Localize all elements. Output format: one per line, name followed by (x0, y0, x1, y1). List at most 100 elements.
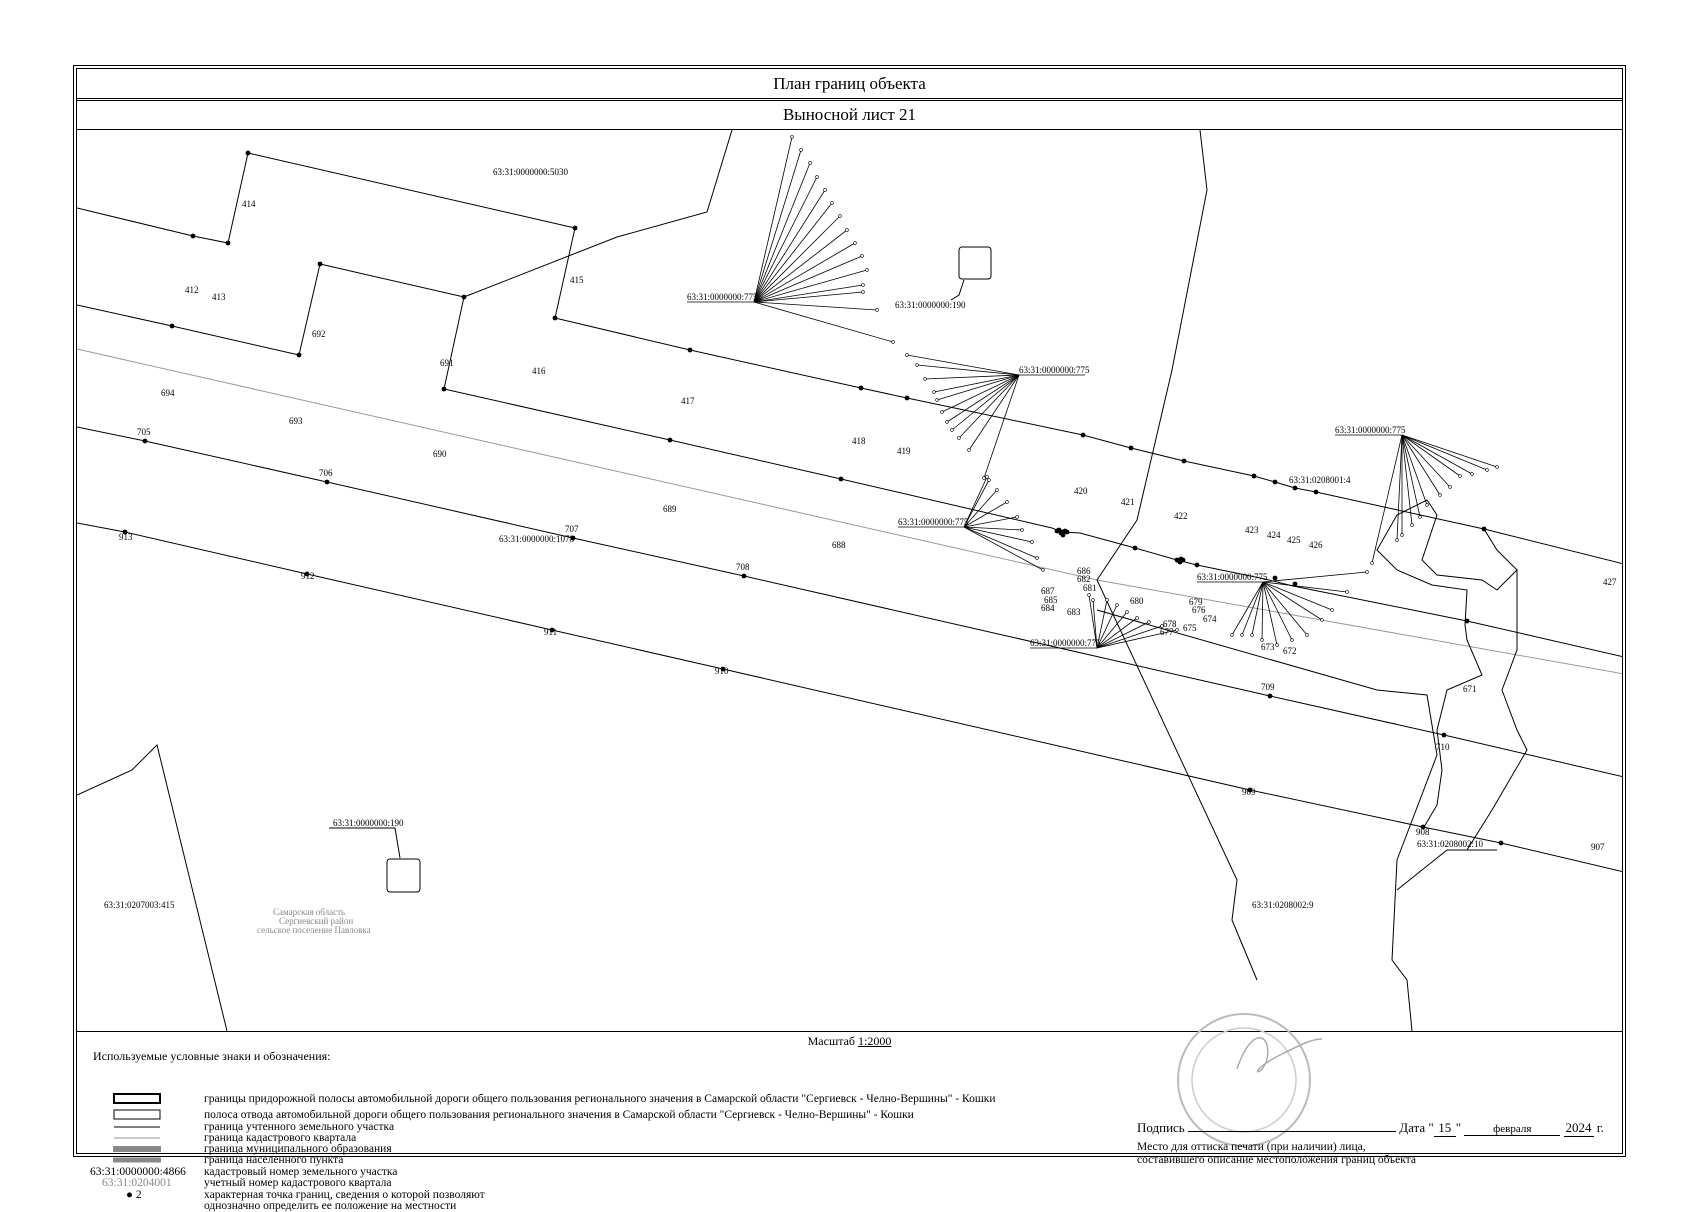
leader-end-point (985, 475, 989, 479)
leader-line (1396, 434, 1403, 541)
point-label: 679 (1189, 597, 1203, 607)
point-label: 674 (1203, 614, 1217, 624)
leader-end-point (935, 398, 939, 402)
point-label: 913 (119, 532, 133, 542)
leader-end-point (845, 228, 849, 232)
parcel-190-shape (386, 858, 421, 893)
quarter-label-0208001-4: 63:31:0208001:4 (1289, 475, 1351, 485)
leader-line (753, 149, 802, 303)
scale-value: 1:2000 (858, 1034, 892, 1048)
quarter-label-0208002-10: 63:31:0208002:10 (1417, 839, 1484, 849)
boundary-point (687, 347, 693, 353)
leader-end-point (1015, 515, 1019, 519)
leader-line (1401, 434, 1451, 488)
legend-text: учетный номер кадастрового квартала (204, 1177, 392, 1189)
leader-end-point (1250, 633, 1254, 637)
boundary-point (1464, 618, 1470, 624)
leader-end-point (823, 188, 827, 192)
leader-end-point (1147, 620, 1151, 624)
leader-end-point (1320, 618, 1324, 622)
leader-line (963, 526, 1044, 571)
legend-row: граница муниципального образования (77, 1143, 1077, 1155)
leader-end-point (945, 420, 949, 424)
leader-line (968, 374, 1020, 451)
legend-symbol-settlement-boundary (113, 1157, 161, 1163)
leader-end-point (1175, 628, 1179, 632)
leader-end-point (1448, 485, 1452, 489)
boundary-point (1272, 575, 1278, 581)
leader-line (1401, 434, 1428, 506)
leader-line (1401, 434, 1413, 526)
leader-end-point (1410, 523, 1414, 527)
boundary-point (1060, 532, 1066, 538)
leader-end-point (891, 340, 895, 344)
point-label: 678 (1163, 619, 1177, 629)
plan-sheet: План границ объекта Выносной лист 21 (73, 65, 1626, 1212)
boundary-point (304, 571, 310, 577)
boundary-point (1194, 562, 1200, 568)
leader-line (951, 374, 1020, 431)
point-label: 706 (319, 468, 333, 478)
point-label: 672 (1283, 646, 1297, 656)
parcel-label-775: 63:31:0000000:775 (687, 292, 758, 302)
boundary-point (190, 233, 196, 239)
leader-end-point (1458, 474, 1462, 478)
boundary-point (1292, 485, 1298, 491)
leader-line (1401, 434, 1488, 471)
leader-line (753, 162, 811, 303)
leader-end-point (1438, 493, 1442, 497)
leader-line (753, 229, 848, 303)
legend-title: Используемые условные знаки и обозначени… (93, 1049, 331, 1063)
point-label: 710 (1436, 742, 1450, 752)
leader-end-point (1290, 638, 1294, 642)
leader-line (946, 374, 1020, 423)
point-label: 680 (1130, 596, 1144, 606)
point-label: 427 (1603, 577, 1617, 587)
point-label: 686 (1077, 566, 1091, 576)
legend-text: полоса отвода автомобильной дороги общег… (204, 1109, 914, 1121)
date-day: 15 (1433, 1120, 1456, 1137)
leader-line (1262, 581, 1333, 611)
leader-line (753, 189, 826, 303)
signature-label: Подпись (1137, 1120, 1185, 1135)
leader-end-point (861, 283, 865, 287)
sheet-subtitle: Выносной лист 21 (77, 100, 1622, 130)
boundary-point (1181, 458, 1187, 464)
signature-field[interactable] (1188, 1117, 1396, 1132)
boundary-point (858, 385, 864, 391)
point-label: 677 (1160, 627, 1174, 637)
point-label: 691 (440, 358, 454, 368)
leader-end-point (790, 135, 794, 139)
point-label: 419 (897, 446, 911, 456)
leader-end-point (932, 390, 936, 394)
boundary-point (1441, 732, 1447, 738)
leader-line (1231, 581, 1264, 636)
quarter-line (1376, 499, 1528, 851)
leader-line (753, 301, 878, 311)
boundary-point (1080, 432, 1086, 438)
parcel-label-775: 63:31:0000000:775 (898, 517, 969, 527)
leader-line (753, 136, 793, 303)
leader-line (1088, 594, 1098, 649)
legend-row: однозначно определить ее положение на ме… (77, 1200, 1077, 1212)
leader-line (1096, 617, 1138, 649)
quarter-line (1096, 130, 1258, 981)
leader-line (1401, 434, 1441, 496)
leader-line (941, 374, 1020, 413)
legend-text: граница учтенного земельного участка (204, 1121, 395, 1133)
leader-end-point (1305, 633, 1309, 637)
legend-text: граница муниципального образования (204, 1143, 392, 1155)
legend-symbol-parcel-boundary (114, 1126, 160, 1128)
parcel-label-775: 63:31:0000000:775 (1019, 365, 1090, 375)
leader-line (753, 242, 856, 303)
point-label: 912 (301, 571, 315, 581)
quarter-line (77, 744, 228, 1031)
legend-symbol-roadside-strip (113, 1093, 161, 1104)
leader-end-point (1275, 643, 1279, 647)
parcel-label-190: 63:31:0000000:190 (895, 300, 966, 310)
point-label: 709 (1261, 682, 1275, 692)
leader-end-point (1105, 598, 1109, 602)
legend-row: граница населенного пункта (77, 1154, 1077, 1166)
leader-end-point (830, 201, 834, 205)
leader-end-point (1005, 500, 1009, 504)
